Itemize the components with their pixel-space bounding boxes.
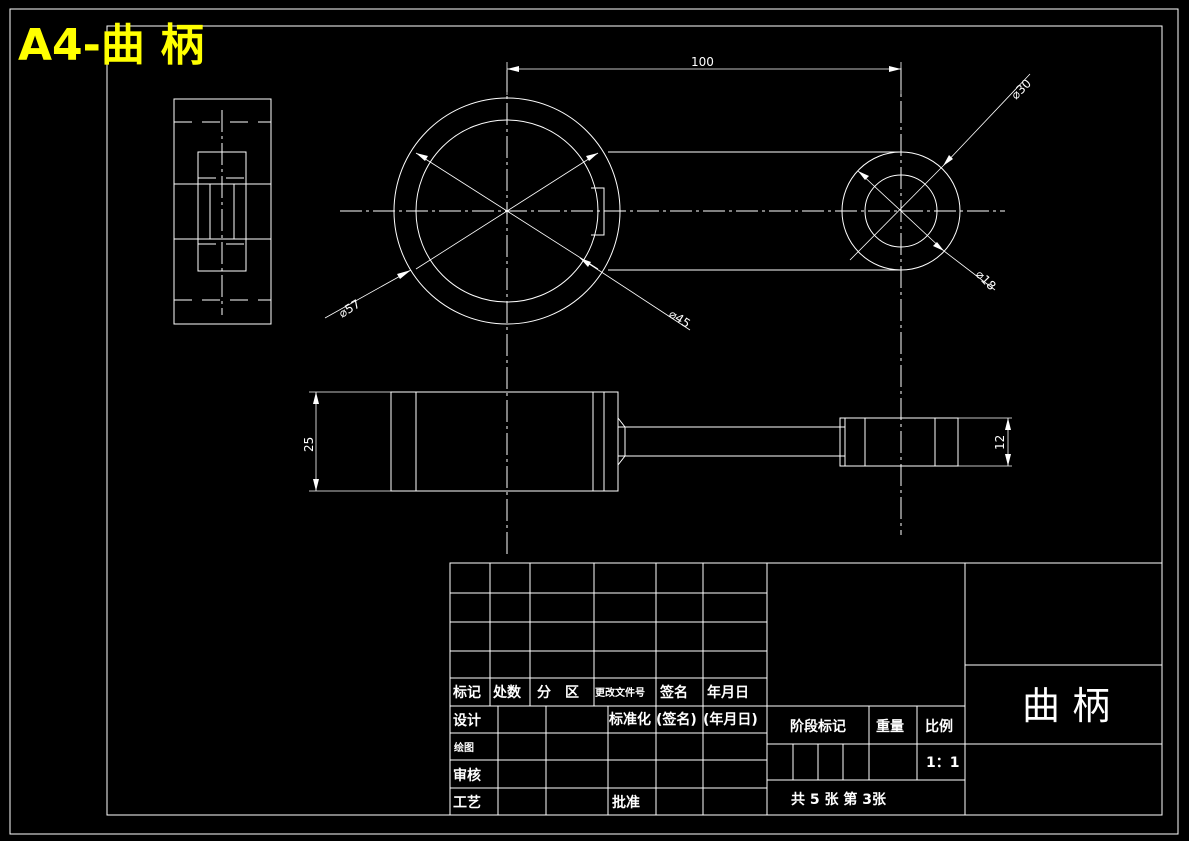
- header-signature: 签名: [659, 684, 688, 701]
- big-boss-outer-circle: [393, 97, 621, 325]
- header-zone: 分 区: [537, 685, 579, 701]
- dim-big-inner: ⌀45: [666, 307, 692, 331]
- label-drawing: 绘图: [454, 741, 474, 754]
- label-weight: 重量: [876, 718, 904, 735]
- header-date: 年月日: [707, 684, 749, 701]
- section-view: 25 12: [302, 391, 1012, 492]
- side-view: [173, 98, 272, 325]
- header-change-doc: 更改文件号: [595, 686, 645, 699]
- dim-big-outer: ⌀57: [336, 297, 362, 321]
- label-standardization: 标准化: [608, 711, 651, 728]
- label-approve: 批准: [612, 794, 640, 811]
- dim-small-inner: ⌀18: [973, 267, 999, 293]
- header-mark: 标记: [452, 684, 481, 701]
- dim-small-outer: ⌀30: [1008, 76, 1034, 102]
- header-count: 处数: [492, 684, 522, 701]
- label-process: 工艺: [453, 794, 481, 811]
- label-date-paren: (年月日): [703, 711, 758, 728]
- title-block: 标记 处数 分 区 更改文件号 签名 年月日 设计 绘图 审核 工艺 批准 标准…: [449, 562, 1163, 816]
- sheet-title: A4-曲 柄: [18, 20, 204, 71]
- dim-center-distance: 100: [691, 55, 714, 69]
- front-view: 100 ⌀57 ⌀45 ⌀30 ⌀18: [324, 55, 1034, 555]
- label-review: 审核: [453, 767, 481, 784]
- outer-border: [9, 8, 1179, 835]
- sheet-count: 共 5 张 第 3张: [791, 791, 887, 808]
- label-signature-paren: (签名): [656, 711, 697, 728]
- small-boss-outer-circle: [841, 151, 961, 271]
- small-boss-inner-circle: [864, 174, 938, 248]
- big-boss-inner-circle: [415, 119, 599, 303]
- label-design: 设计: [453, 712, 481, 729]
- scale-value: 1：1: [926, 755, 959, 771]
- label-stage-mark: 阶段标记: [790, 718, 846, 735]
- dim-big-thickness: 25: [302, 437, 316, 452]
- part-name: 曲 柄: [1022, 684, 1110, 728]
- dim-small-thickness: 12: [993, 435, 1007, 450]
- label-scale: 比例: [925, 718, 953, 735]
